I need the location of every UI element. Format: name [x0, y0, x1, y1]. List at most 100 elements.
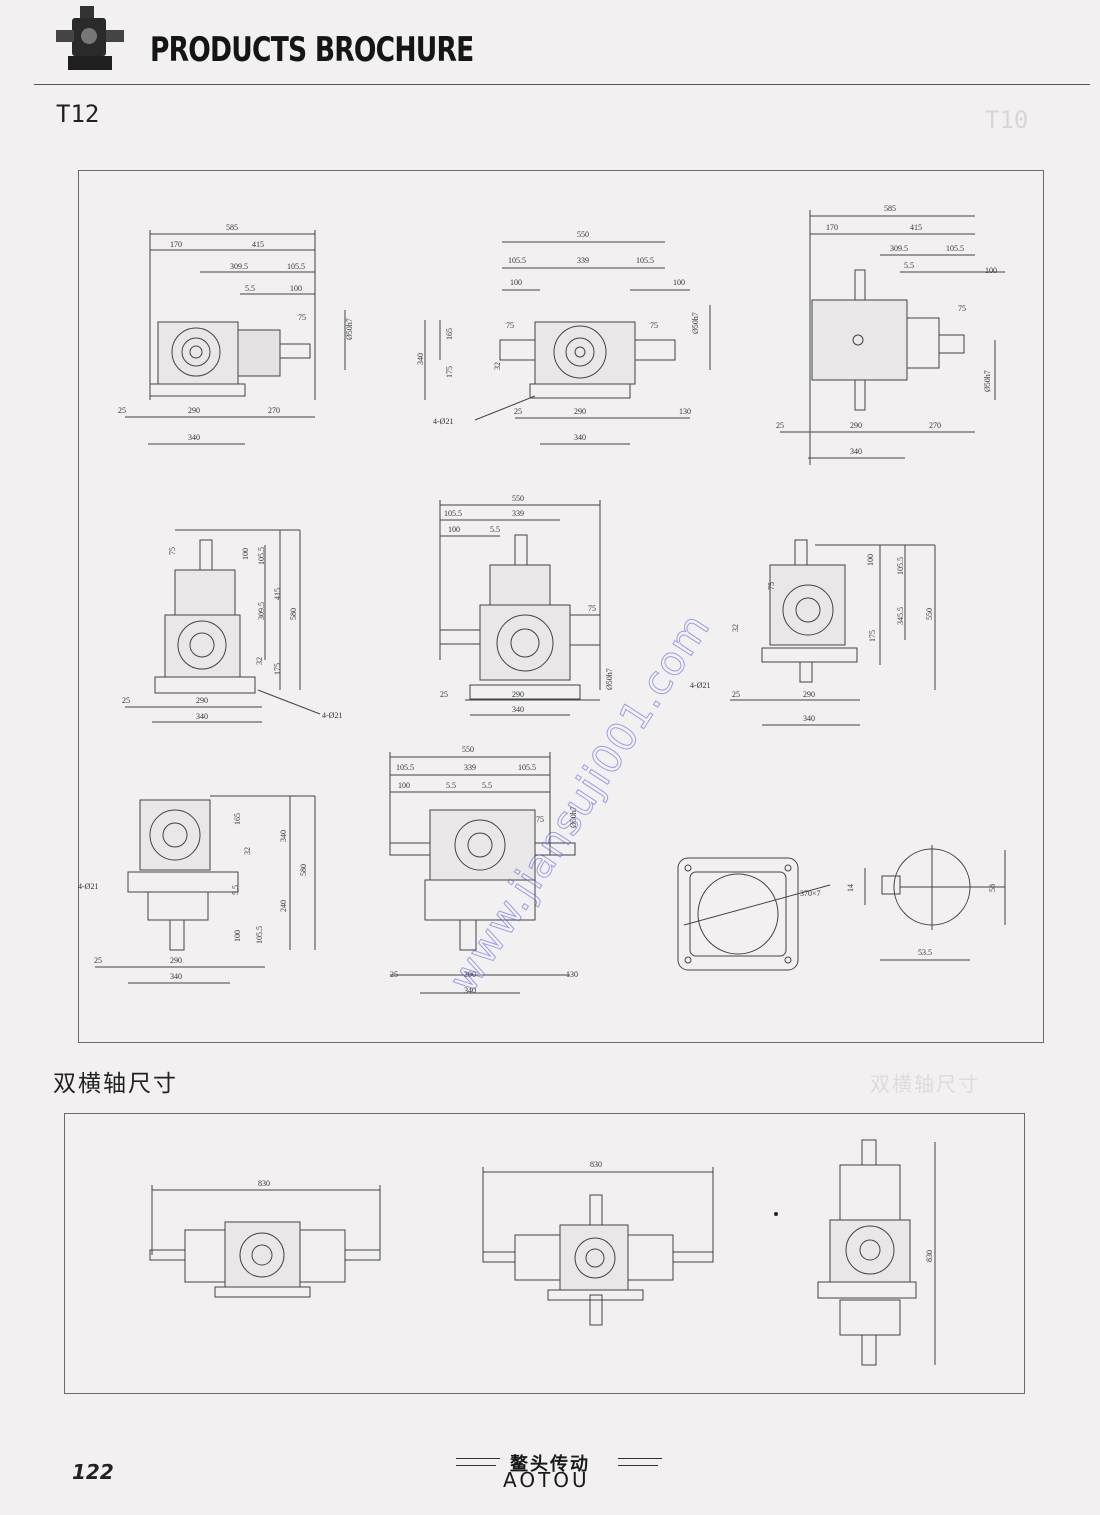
- dim-label: 340: [170, 972, 182, 981]
- dim-label: 100: [510, 278, 522, 287]
- section-title: 双横轴尺寸: [53, 1071, 178, 1097]
- dim-label: 105.5: [518, 763, 536, 772]
- dim-label: 4-Ø21: [690, 681, 710, 690]
- dim-label: 290: [170, 956, 182, 965]
- dim-label: 100: [673, 278, 685, 287]
- dim-label: Ø50h7: [605, 668, 614, 690]
- drawing-3: [780, 210, 1005, 465]
- drawing-7: [95, 795, 316, 984]
- header-divider: [34, 84, 1090, 85]
- double-shaft-drawing-1: [149, 1185, 381, 1298]
- footer-rule-left-bottom: [456, 1465, 496, 1466]
- dim-label: 5.5: [482, 781, 492, 790]
- dim-label: 370×7: [800, 889, 821, 898]
- brand-title: PRODUCTS BROCHURE: [150, 30, 474, 70]
- double-shaft-drawing-2: [482, 1167, 714, 1326]
- dim-label: 290: [512, 690, 524, 699]
- dim-label: 339: [512, 509, 524, 518]
- double-shaft-dimensions-panel: [64, 1113, 1025, 1394]
- dim-label: 75: [588, 604, 596, 613]
- dim-label: 585: [884, 204, 896, 213]
- dim-label: 25: [514, 407, 522, 416]
- dim-label: 170: [170, 240, 182, 249]
- dim-label: 105.5: [508, 256, 526, 265]
- dim-label: 550: [925, 608, 934, 620]
- dim-label: 290: [574, 407, 586, 416]
- dim-label: 175: [273, 663, 282, 675]
- dim-label: 340: [279, 830, 288, 842]
- dim-label: 165: [233, 813, 242, 825]
- dim-label: 25: [390, 970, 398, 979]
- dim-label: 170: [826, 223, 838, 232]
- dim-label: 550: [462, 745, 474, 754]
- dim-label: 100: [448, 525, 460, 534]
- dot-mark: [774, 1212, 778, 1216]
- dim-label: 100: [398, 781, 410, 790]
- dim-label: 270: [268, 406, 280, 415]
- dim-label: 100: [290, 284, 302, 293]
- dim-label: 345.5: [896, 607, 905, 625]
- footer-rule-left-top: [456, 1458, 500, 1459]
- dim-label: 100: [985, 266, 997, 275]
- show-through-model-label: T10: [985, 106, 1029, 134]
- dim-label: 32: [243, 847, 252, 855]
- drawing-8: [389, 752, 576, 994]
- dim-label: 100: [866, 554, 875, 566]
- drawing-4: [125, 529, 321, 723]
- dim-label: 580: [299, 864, 308, 876]
- dim-label: 75: [650, 321, 658, 330]
- dim-label: 25: [440, 690, 448, 699]
- dim-label: 340: [512, 705, 524, 714]
- dim-label: 830: [258, 1179, 270, 1188]
- dim-label: 550: [512, 494, 524, 503]
- dim-label: 5.5: [490, 525, 500, 534]
- dim-label: 175: [445, 366, 454, 378]
- dim-label: 415: [910, 223, 922, 232]
- dim-label: 175: [868, 630, 877, 642]
- dim-label: 25: [94, 956, 102, 965]
- dim-label: 105.5: [257, 547, 266, 565]
- page-number: 122: [72, 1460, 114, 1484]
- dim-label: 340: [196, 712, 208, 721]
- dim-label: 290: [803, 690, 815, 699]
- dim-label: Ø50h7: [983, 370, 992, 392]
- dim-label: 58: [988, 884, 997, 892]
- dim-label: 585: [226, 223, 238, 232]
- footer-rule-right-top: [618, 1458, 662, 1459]
- dim-label: 340: [574, 433, 586, 442]
- dim-label: 105.5: [255, 926, 264, 944]
- dim-label: 309.5: [257, 602, 266, 620]
- dim-label: 105.5: [396, 763, 414, 772]
- dim-label: 4-Ø21: [78, 882, 98, 891]
- dim-label: Ø50h7: [569, 806, 578, 828]
- shaft-section-drawing: [864, 845, 1006, 961]
- dim-label: 105.5: [946, 244, 964, 253]
- dim-label: 340: [464, 986, 476, 995]
- dim-label: 4-Ø21: [433, 417, 453, 426]
- dim-label: 130: [679, 407, 691, 416]
- dim-label: 5.5: [904, 261, 914, 270]
- dim-label: 32: [731, 624, 740, 632]
- dim-label: 580: [289, 608, 298, 620]
- dim-label: 340: [416, 353, 425, 365]
- dim-label: 14: [846, 884, 855, 892]
- dim-label: 5.5: [231, 885, 240, 895]
- dim-label: 309.5: [890, 244, 908, 253]
- dim-label: 75: [767, 582, 776, 590]
- dim-label: 340: [850, 447, 862, 456]
- dim-label: 830: [925, 1250, 934, 1262]
- dim-label: 75: [168, 547, 177, 555]
- model-label: T12: [56, 100, 100, 128]
- dim-label: 240: [279, 900, 288, 912]
- dim-label: 340: [803, 714, 815, 723]
- dim-label: 105.5: [636, 256, 654, 265]
- dim-label: 290: [850, 421, 862, 430]
- flange-drawing: [677, 857, 831, 971]
- footer-rule-right-bottom: [618, 1465, 658, 1466]
- dim-label: 165: [445, 328, 454, 340]
- dim-label: 339: [464, 763, 476, 772]
- dim-label: 130: [566, 970, 578, 979]
- dim-label: 75: [506, 321, 514, 330]
- dim-label: 105.5: [287, 262, 305, 271]
